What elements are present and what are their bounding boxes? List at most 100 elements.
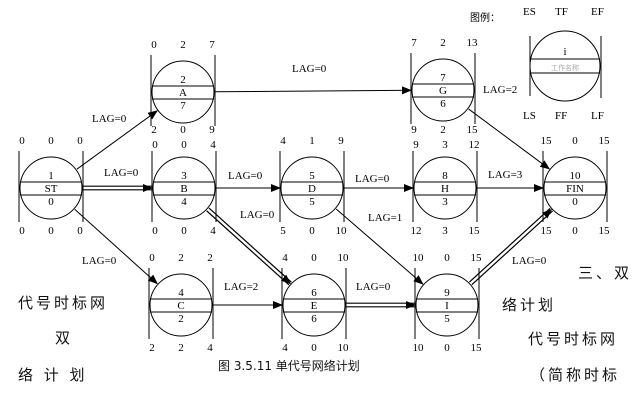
node-ls: 5 [280,225,286,237]
node-name: ST [45,183,58,195]
legend-ef: EF [591,6,604,18]
node-ef: 15 [471,252,483,264]
node-ef: 7 [209,39,215,51]
side-text-left-2: 双 [55,329,74,347]
node-name: E [311,300,318,312]
node-ef: 10 [338,252,350,264]
edge-1-2: LAG=0 [76,110,158,170]
lag-label: LAG=0 [240,209,275,221]
legend-es: ES [523,6,536,18]
node-id: 1 [48,170,54,182]
legend-ls: LS [523,110,536,122]
node-ls: 15 [541,225,553,237]
node-ff: 0 [444,342,450,354]
node-name: A [179,87,187,99]
node-ff: 0 [572,225,578,237]
lag-label: LAG=0 [356,281,391,293]
node-lf: 0 [77,225,83,237]
node-es: 0 [151,39,157,51]
node-es: 10 [413,252,425,264]
node-ff: 0 [311,342,317,354]
edge-6-9: LAG=0 [346,281,416,309]
node-ff: 2 [178,342,184,354]
node-duration: 6 [440,98,446,110]
figure-caption: 图 3.5.11 单代号网络计划 [218,359,360,373]
node-ff: 0 [309,225,315,237]
node-ff: 0 [181,225,187,237]
side-text-right-1: 三、双 [578,264,633,282]
node-es: 4 [282,252,288,264]
edge-7-10: LAG=2 [468,84,551,170]
edge-8-10: LAG=3 [477,169,544,192]
edge-4-6: LAG=2 [213,281,283,309]
legend-label: 图例： [470,11,500,24]
node-name: I [445,300,449,312]
node-duration: 2 [178,313,184,325]
lag-label: LAG=1 [368,212,402,224]
node-tf: 0 [572,135,578,147]
edge-2-7: LAG=0 [214,63,413,95]
node-ff: 0 [48,225,54,237]
side-text-right-4: （简称时标 [530,366,621,384]
edge-3-6: LAG=0 [206,207,292,286]
node-name: C [177,300,184,312]
node-ls: 9 [411,124,417,136]
node-tf: 0 [444,252,450,264]
edge-3-5: LAG=0 [216,170,281,192]
node-ls: 0 [152,225,158,237]
side-text-left-1: 代号时标网 [18,294,109,312]
node-id: 4 [178,287,184,299]
node-duration: 0 [48,196,54,208]
lag-label: LAG=0 [355,173,390,185]
node-tf: 0 [311,252,317,264]
lag-label: LAG=0 [92,113,127,125]
node-tf: 0 [181,139,187,151]
node-tf: 2 [178,252,184,264]
node-es: 0 [149,252,155,264]
edge-1-4: LAG=0 [74,209,158,285]
node-lf: 4 [207,342,213,354]
node-id: 5 [309,170,315,182]
edge-1-3: LAG=0 [83,167,153,192]
node-id: 8 [442,170,448,182]
node-id: 10 [570,170,582,182]
node-ls: 12 [411,225,422,237]
legend-ff: FF [555,110,567,122]
edge-5-9: LAG=1 [335,208,424,285]
node-ef: 0 [77,135,83,147]
legend-node-name: 工作名称 [551,63,579,72]
node-duration: 0 [572,196,578,208]
node-ef: 9 [338,135,344,147]
node-lf: 4 [210,225,216,237]
node-name: FIN [566,183,584,195]
legend-node-id: i [563,46,566,58]
node-name: H [441,183,449,195]
node-name: B [180,183,187,195]
node-es: 0 [152,139,158,151]
lag-label: LAG=0 [228,170,263,182]
node-lf: 15 [599,225,611,237]
node-es: 9 [413,139,419,151]
node-ls: 2 [149,342,155,354]
node-name: G [439,85,447,97]
node-ff: 3 [442,225,448,237]
node-ff: 2 [440,124,446,136]
node-ls: 0 [19,225,25,237]
node-tf: 3 [442,139,448,151]
node-id: 3 [181,170,187,182]
node-es: 15 [541,135,553,147]
node-duration: 6 [311,313,317,325]
node-ls: 4 [282,342,288,354]
node-duration: 5 [444,313,450,325]
node-lf: 15 [469,225,481,237]
edge-9-10: LAG=0 [469,207,553,286]
edge-5-8: LAG=0 [344,173,414,192]
node-lf: 9 [209,124,215,136]
